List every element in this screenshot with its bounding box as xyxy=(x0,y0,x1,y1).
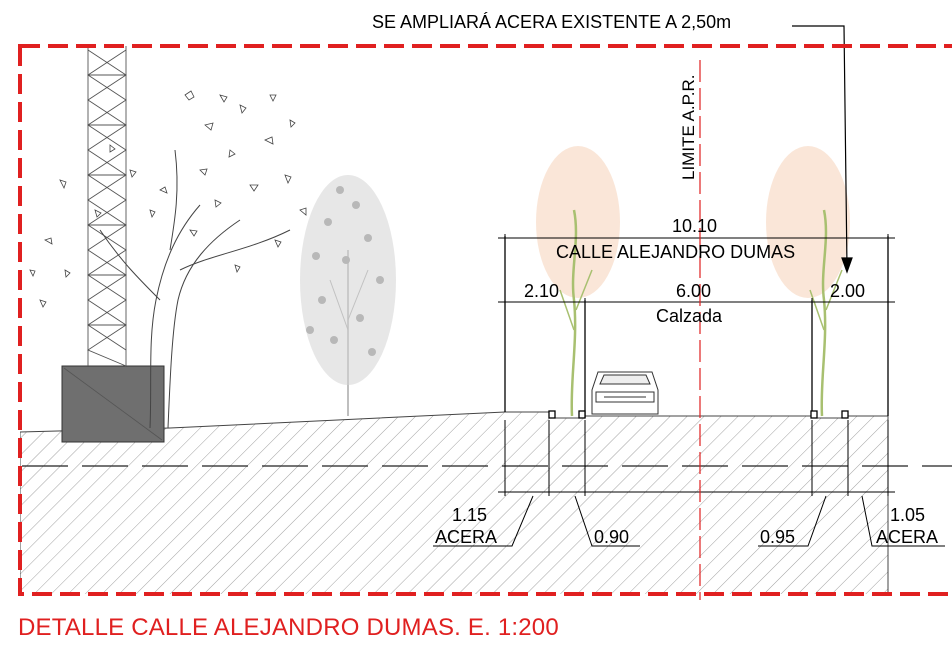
dimension-lines xyxy=(433,234,945,547)
drawing-title: DETALLE CALLE ALEJANDRO DUMAS. E. 1:200 xyxy=(18,614,559,641)
dim-bottom-left-mid: 0.90 xyxy=(594,527,629,547)
dim-bottom-right-mid: 0.95 xyxy=(760,527,795,547)
limit-label: LIMITE A.P.R. xyxy=(679,74,698,180)
dim-bottom-right: 1.05 xyxy=(890,505,925,525)
grey-tree xyxy=(300,175,396,416)
acera-left: ACERA xyxy=(435,527,497,547)
outline-tree xyxy=(29,90,307,429)
street-name: CALLE ALEJANDRO DUMAS xyxy=(556,242,795,262)
dim-left-sidewalk: 2.10 xyxy=(524,281,559,301)
dim-bottom-left: 1.15 xyxy=(452,505,487,525)
dim-carriageway: 6.00 xyxy=(676,281,711,301)
dim-right-sidewalk: 2.00 xyxy=(830,281,865,301)
top-note-leader xyxy=(792,25,853,274)
boundary-frame xyxy=(18,44,952,596)
acera-right: ACERA xyxy=(876,527,938,547)
dim-total: 10.10 xyxy=(672,216,717,236)
lattice-tower xyxy=(87,46,127,367)
car xyxy=(591,371,659,415)
street-label: Calzada xyxy=(656,306,723,326)
note-top: SE AMPLIARÁ ACERA EXISTENTE A 2,50m xyxy=(372,12,731,32)
